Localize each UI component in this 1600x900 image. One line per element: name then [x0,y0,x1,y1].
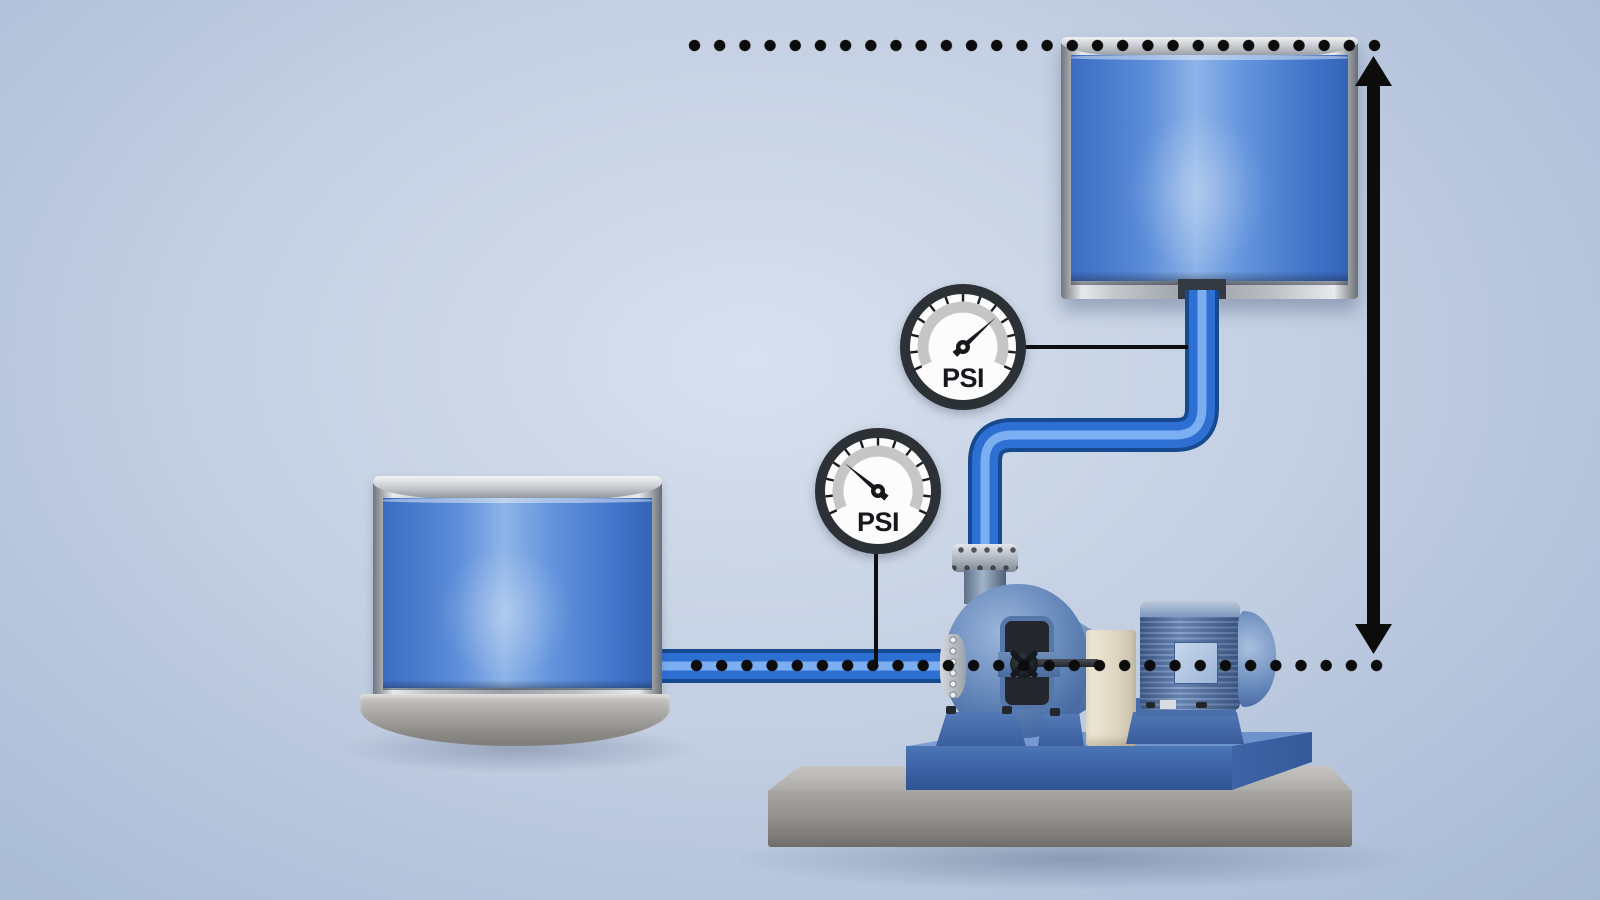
concrete-slab-front [768,790,1352,847]
discharge-gauge-connector-line [1024,345,1188,349]
head-arrow-shaft [1367,80,1380,630]
coupling-guard [1086,630,1136,746]
lower-tank-water [383,498,652,688]
motor-top-cover [1140,601,1240,617]
lower-tank-rim [373,476,662,500]
motor-foot-bolt [1146,702,1155,708]
pump-centerline-dotted-line [690,659,1384,672]
gauge-hub-center [960,344,966,350]
pump-baseplate-front [906,746,1232,790]
foot-bolt [946,706,956,714]
suction-pressure-gauge: PSI [813,426,943,556]
discharge-pressure-gauge: PSI [898,282,1028,412]
discharge-flange [952,544,1018,572]
gauge-scale-arc [832,445,924,511]
upper-water-level-dotted-line [688,39,1384,52]
motor-terminal-block [1160,700,1176,709]
upper-tank-water [1071,55,1348,281]
foot-bolt [1002,706,1012,714]
gauge-hub-center [875,488,881,494]
suction-gauge-connector-line [874,552,878,666]
upper-tank-inner-shadow [1071,271,1348,285]
motor-foot-bolt [1196,702,1207,708]
gauge-unit-label: PSI [857,507,899,537]
pump-foot [936,712,1026,746]
foot-bolt [1050,708,1060,716]
lower-tank-inner-shadow [383,680,652,690]
gauge-tick-marks [825,438,931,515]
gauge-unit-label: PSI [942,363,984,393]
pump-foot [1038,714,1084,746]
gauge-tick-marks [910,294,1016,371]
gauge-scale-arc [917,301,1009,367]
motor-plinth [1126,712,1244,744]
